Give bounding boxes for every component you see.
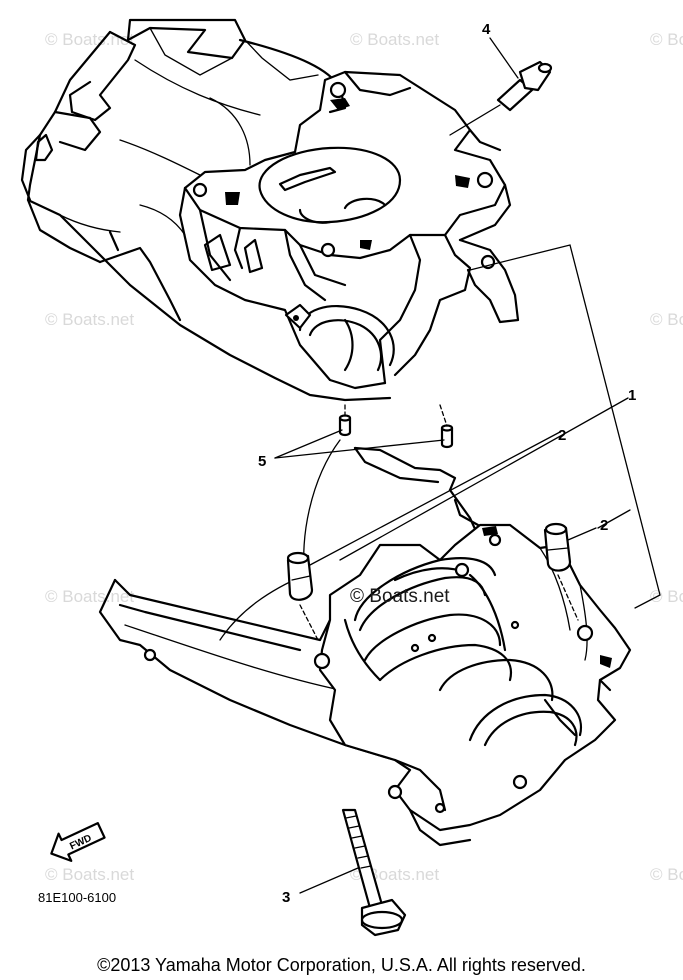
knock-pins bbox=[286, 522, 579, 641]
watermark: © Boats.net bbox=[45, 587, 134, 606]
watermark: © Boats.net bbox=[45, 865, 134, 884]
callout-numbers: 1 2 2 3 4 5 bbox=[258, 21, 636, 906]
crankcase-exploded-diagram: © Boats.net © Boats.net © Boats.net © Bo… bbox=[20, 18, 683, 937]
bolt-part-3 bbox=[341, 808, 407, 937]
watermark: © Boats.net bbox=[350, 30, 439, 49]
fwd-arrow-icon: FWD bbox=[50, 822, 106, 862]
copyright-notice: ©2013 Yamaha Motor Corporation, U.S.A. A… bbox=[97, 955, 586, 975]
callout-2-left: 2 bbox=[558, 427, 566, 444]
watermark: © Boats.net bbox=[45, 30, 134, 49]
watermark: © Boats.net bbox=[650, 310, 683, 329]
watermark: © Boats.net bbox=[650, 865, 683, 884]
watermark: © Boats.net bbox=[650, 30, 683, 49]
callout-4: 4 bbox=[482, 21, 491, 38]
upper-crankcase bbox=[20, 18, 520, 402]
callout-1: 1 bbox=[628, 387, 636, 404]
callout-2-right: 2 bbox=[600, 517, 608, 534]
callout-5: 5 bbox=[258, 453, 266, 470]
leader-lines bbox=[274, 37, 661, 894]
lower-crankcase bbox=[98, 439, 632, 847]
watermark: © Boats.net bbox=[650, 587, 683, 606]
dowel-pins bbox=[338, 404, 454, 449]
callout-3: 3 bbox=[282, 889, 290, 906]
center-watermark: © Boats.net bbox=[350, 586, 450, 607]
watermark: © Boats.net bbox=[45, 310, 134, 329]
fitting-part-4 bbox=[449, 60, 553, 136]
part-code: 81E100-6100 bbox=[38, 890, 116, 905]
